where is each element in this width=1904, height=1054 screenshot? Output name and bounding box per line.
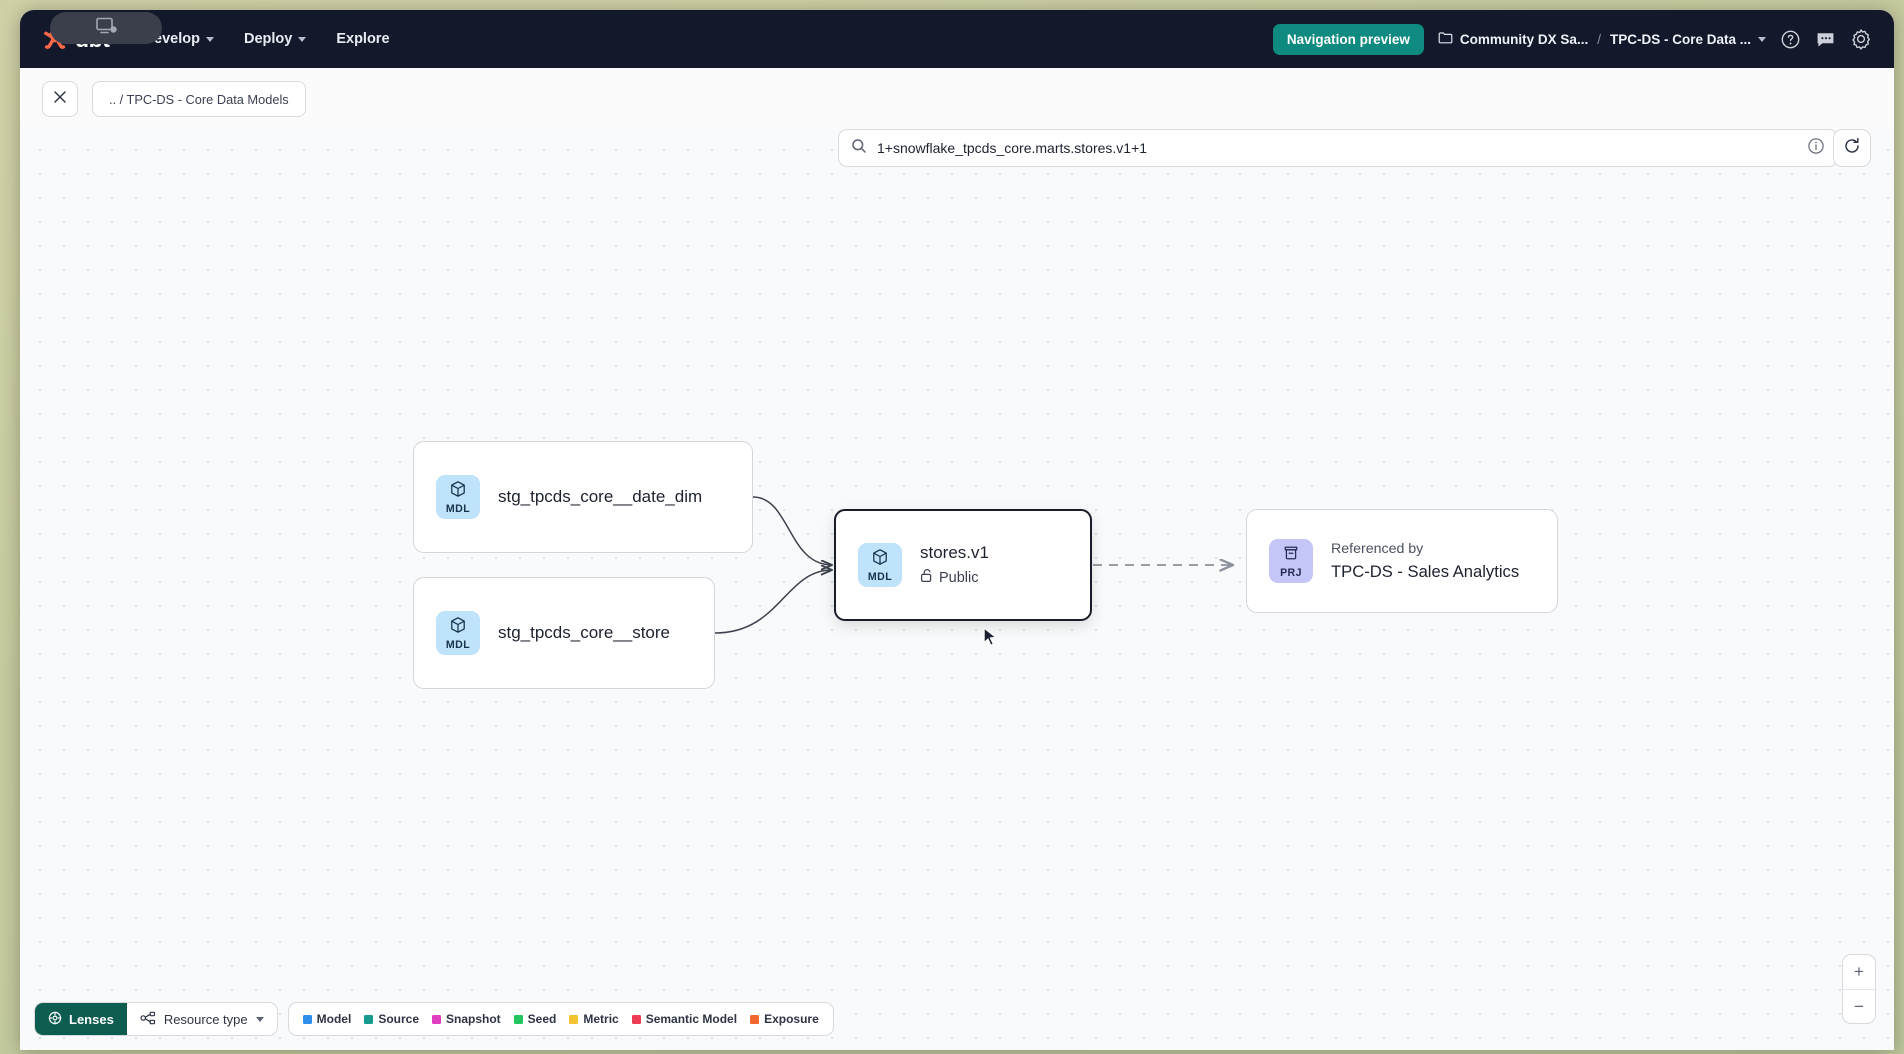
lineage-edges bbox=[714, 496, 1894, 634]
legend-swatch-seed bbox=[513, 1014, 523, 1024]
breadcrumb-project[interactable]: TPC-DS - Core Data ... bbox=[1610, 32, 1766, 47]
legend-item-source: Source bbox=[364, 1012, 419, 1026]
cube-icon bbox=[449, 616, 467, 639]
top-nav-right-group: Navigation preview Community DX Sa... / … bbox=[1272, 23, 1872, 55]
node-badge-label: MDL bbox=[445, 502, 471, 515]
edge-store-to-stores bbox=[714, 570, 832, 634]
legend-item-semantic-model: Semantic Model bbox=[631, 1012, 738, 1026]
graph-node-stores-v1[interactable]: MDL stores.v1 Public bbox=[834, 509, 1092, 621]
legend-swatch-semantic-model bbox=[631, 1014, 641, 1024]
lineage-search-box[interactable] bbox=[838, 129, 1838, 167]
info-circle-icon[interactable] bbox=[1807, 137, 1825, 160]
lenses-label: Lenses bbox=[69, 1011, 114, 1027]
refresh-button[interactable] bbox=[1833, 129, 1871, 167]
breadcrumb-account-label: Community DX Sa... bbox=[1459, 31, 1589, 47]
breadcrumb-project-label: TPC-DS - Core Data ... bbox=[1609, 31, 1751, 47]
node-title: stg_tpcds_core__store bbox=[498, 623, 670, 642]
legend-swatch-source bbox=[364, 1014, 374, 1024]
search-icon bbox=[851, 138, 867, 159]
chevron-down-icon bbox=[1758, 36, 1766, 42]
nav-link-deploy-label: Deploy bbox=[243, 31, 293, 47]
node-badge-label: MDL bbox=[867, 570, 893, 583]
lenses-group: Lenses Resource type bbox=[34, 1002, 278, 1036]
legend-label: Semantic Model bbox=[645, 1012, 738, 1026]
breadcrumb-separator: / bbox=[1597, 31, 1601, 47]
unlock-icon bbox=[920, 568, 933, 587]
legend-label: Seed bbox=[527, 1012, 557, 1026]
lens-icon bbox=[48, 1011, 62, 1028]
nav-link-explore[interactable]: Explore bbox=[336, 31, 389, 47]
top-navigation-bar: dbt Develop Deploy Explore Navigation pr… bbox=[20, 10, 1894, 68]
graph-node-stg-tpcds-core-store[interactable]: MDL stg_tpcds_core__store bbox=[413, 577, 715, 689]
nav-link-deploy[interactable]: Deploy bbox=[243, 31, 307, 47]
breadcrumb-chip[interactable]: .. / TPC-DS - Core Data Models bbox=[92, 81, 306, 117]
graph-node-referenced-project[interactable]: PRJ Referenced by TPC-DS - Sales Analyti… bbox=[1246, 509, 1558, 613]
legend-item-snapshot: Snapshot bbox=[432, 1012, 501, 1026]
node-text-stack: Referenced by TPC-DS - Sales Analytics bbox=[1331, 541, 1519, 582]
chevron-down-icon bbox=[298, 36, 307, 42]
close-lineage-button[interactable] bbox=[42, 81, 78, 117]
node-text-stack: stores.v1 Public bbox=[920, 543, 989, 587]
resource-type-dropdown[interactable]: Resource type bbox=[127, 1003, 277, 1035]
legend-item-metric: Metric bbox=[569, 1012, 619, 1026]
chevron-down-icon bbox=[255, 1016, 264, 1022]
legend-label: Model bbox=[316, 1012, 352, 1026]
legend-label: Exposure bbox=[764, 1012, 819, 1026]
cube-icon bbox=[871, 548, 889, 571]
screen-share-icon bbox=[95, 17, 117, 40]
legend-swatch-exposure bbox=[750, 1014, 760, 1024]
lenses-button[interactable]: Lenses bbox=[35, 1003, 127, 1035]
primary-nav-links: Develop Deploy Explore bbox=[144, 31, 390, 47]
node-badge-prj: PRJ bbox=[1269, 539, 1313, 583]
node-title: stores.v1 bbox=[920, 543, 989, 562]
legend-swatch-metric bbox=[569, 1014, 579, 1024]
legend-item-model: Model bbox=[302, 1012, 352, 1026]
legend-label: Snapshot bbox=[446, 1012, 501, 1026]
breadcrumb-account[interactable]: Community DX Sa... bbox=[1438, 31, 1588, 47]
node-title: TPC-DS - Sales Analytics bbox=[1331, 561, 1520, 581]
node-badge-mdl: MDL bbox=[858, 543, 902, 587]
cube-icon bbox=[449, 480, 467, 503]
chevron-down-icon bbox=[205, 36, 214, 42]
refresh-icon bbox=[1843, 137, 1861, 160]
account-project-breadcrumb: Community DX Sa... / TPC-DS - Core Data … bbox=[1438, 31, 1766, 47]
folder-icon bbox=[1438, 31, 1453, 47]
nav-link-explore-label: Explore bbox=[336, 31, 390, 47]
lineage-bottom-toolbar: Lenses Resource type bbox=[34, 1002, 834, 1036]
resource-type-legend: Model Source Snapshot Seed bbox=[287, 1002, 834, 1036]
project-stack-icon bbox=[1282, 544, 1300, 567]
gear-icon[interactable] bbox=[1850, 28, 1872, 50]
nodes-icon bbox=[140, 1011, 156, 1028]
legend-label: Source bbox=[378, 1012, 419, 1026]
node-badge-mdl: MDL bbox=[436, 475, 480, 519]
lineage-graph-canvas[interactable]: MDL stg_tpcds_core__date_dim MDL stg_tpc… bbox=[20, 130, 1894, 1050]
node-badge-label: PRJ bbox=[1280, 566, 1302, 579]
zoom-controls: + − bbox=[1842, 954, 1876, 1024]
node-title: stg_tpcds_core__date_dim bbox=[498, 487, 703, 506]
resource-type-label: Resource type bbox=[163, 1011, 248, 1027]
navigation-preview-badge[interactable]: Navigation preview bbox=[1272, 23, 1424, 55]
node-access-row: Public bbox=[920, 568, 989, 587]
legend-swatch-model bbox=[302, 1014, 312, 1024]
edge-date-dim-to-stores bbox=[752, 496, 832, 565]
legend-label: Metric bbox=[583, 1012, 619, 1026]
search-input[interactable] bbox=[877, 140, 1797, 156]
screen-share-indicator bbox=[50, 12, 162, 44]
node-kicker: Referenced by bbox=[1331, 540, 1424, 557]
node-badge-label: MDL bbox=[445, 638, 471, 651]
zoom-out-button[interactable]: − bbox=[1843, 989, 1875, 1023]
zoom-in-button[interactable]: + bbox=[1854, 962, 1864, 981]
feedback-chat-icon[interactable] bbox=[1815, 29, 1836, 50]
legend-swatch-snapshot bbox=[432, 1014, 441, 1024]
node-badge-mdl: MDL bbox=[436, 611, 480, 655]
browser-window: dbt Develop Deploy Explore Navigation pr… bbox=[20, 10, 1894, 1050]
lineage-toolbar: .. / TPC-DS - Core Data Models bbox=[20, 68, 1894, 167]
legend-item-exposure: Exposure bbox=[750, 1012, 819, 1026]
node-access-label: Public bbox=[939, 569, 979, 586]
legend-item-seed: Seed bbox=[513, 1012, 557, 1026]
help-circle-icon[interactable] bbox=[1780, 29, 1801, 50]
graph-node-stg-tpcds-core-date-dim[interactable]: MDL stg_tpcds_core__date_dim bbox=[413, 441, 753, 553]
close-x-icon bbox=[53, 90, 67, 109]
